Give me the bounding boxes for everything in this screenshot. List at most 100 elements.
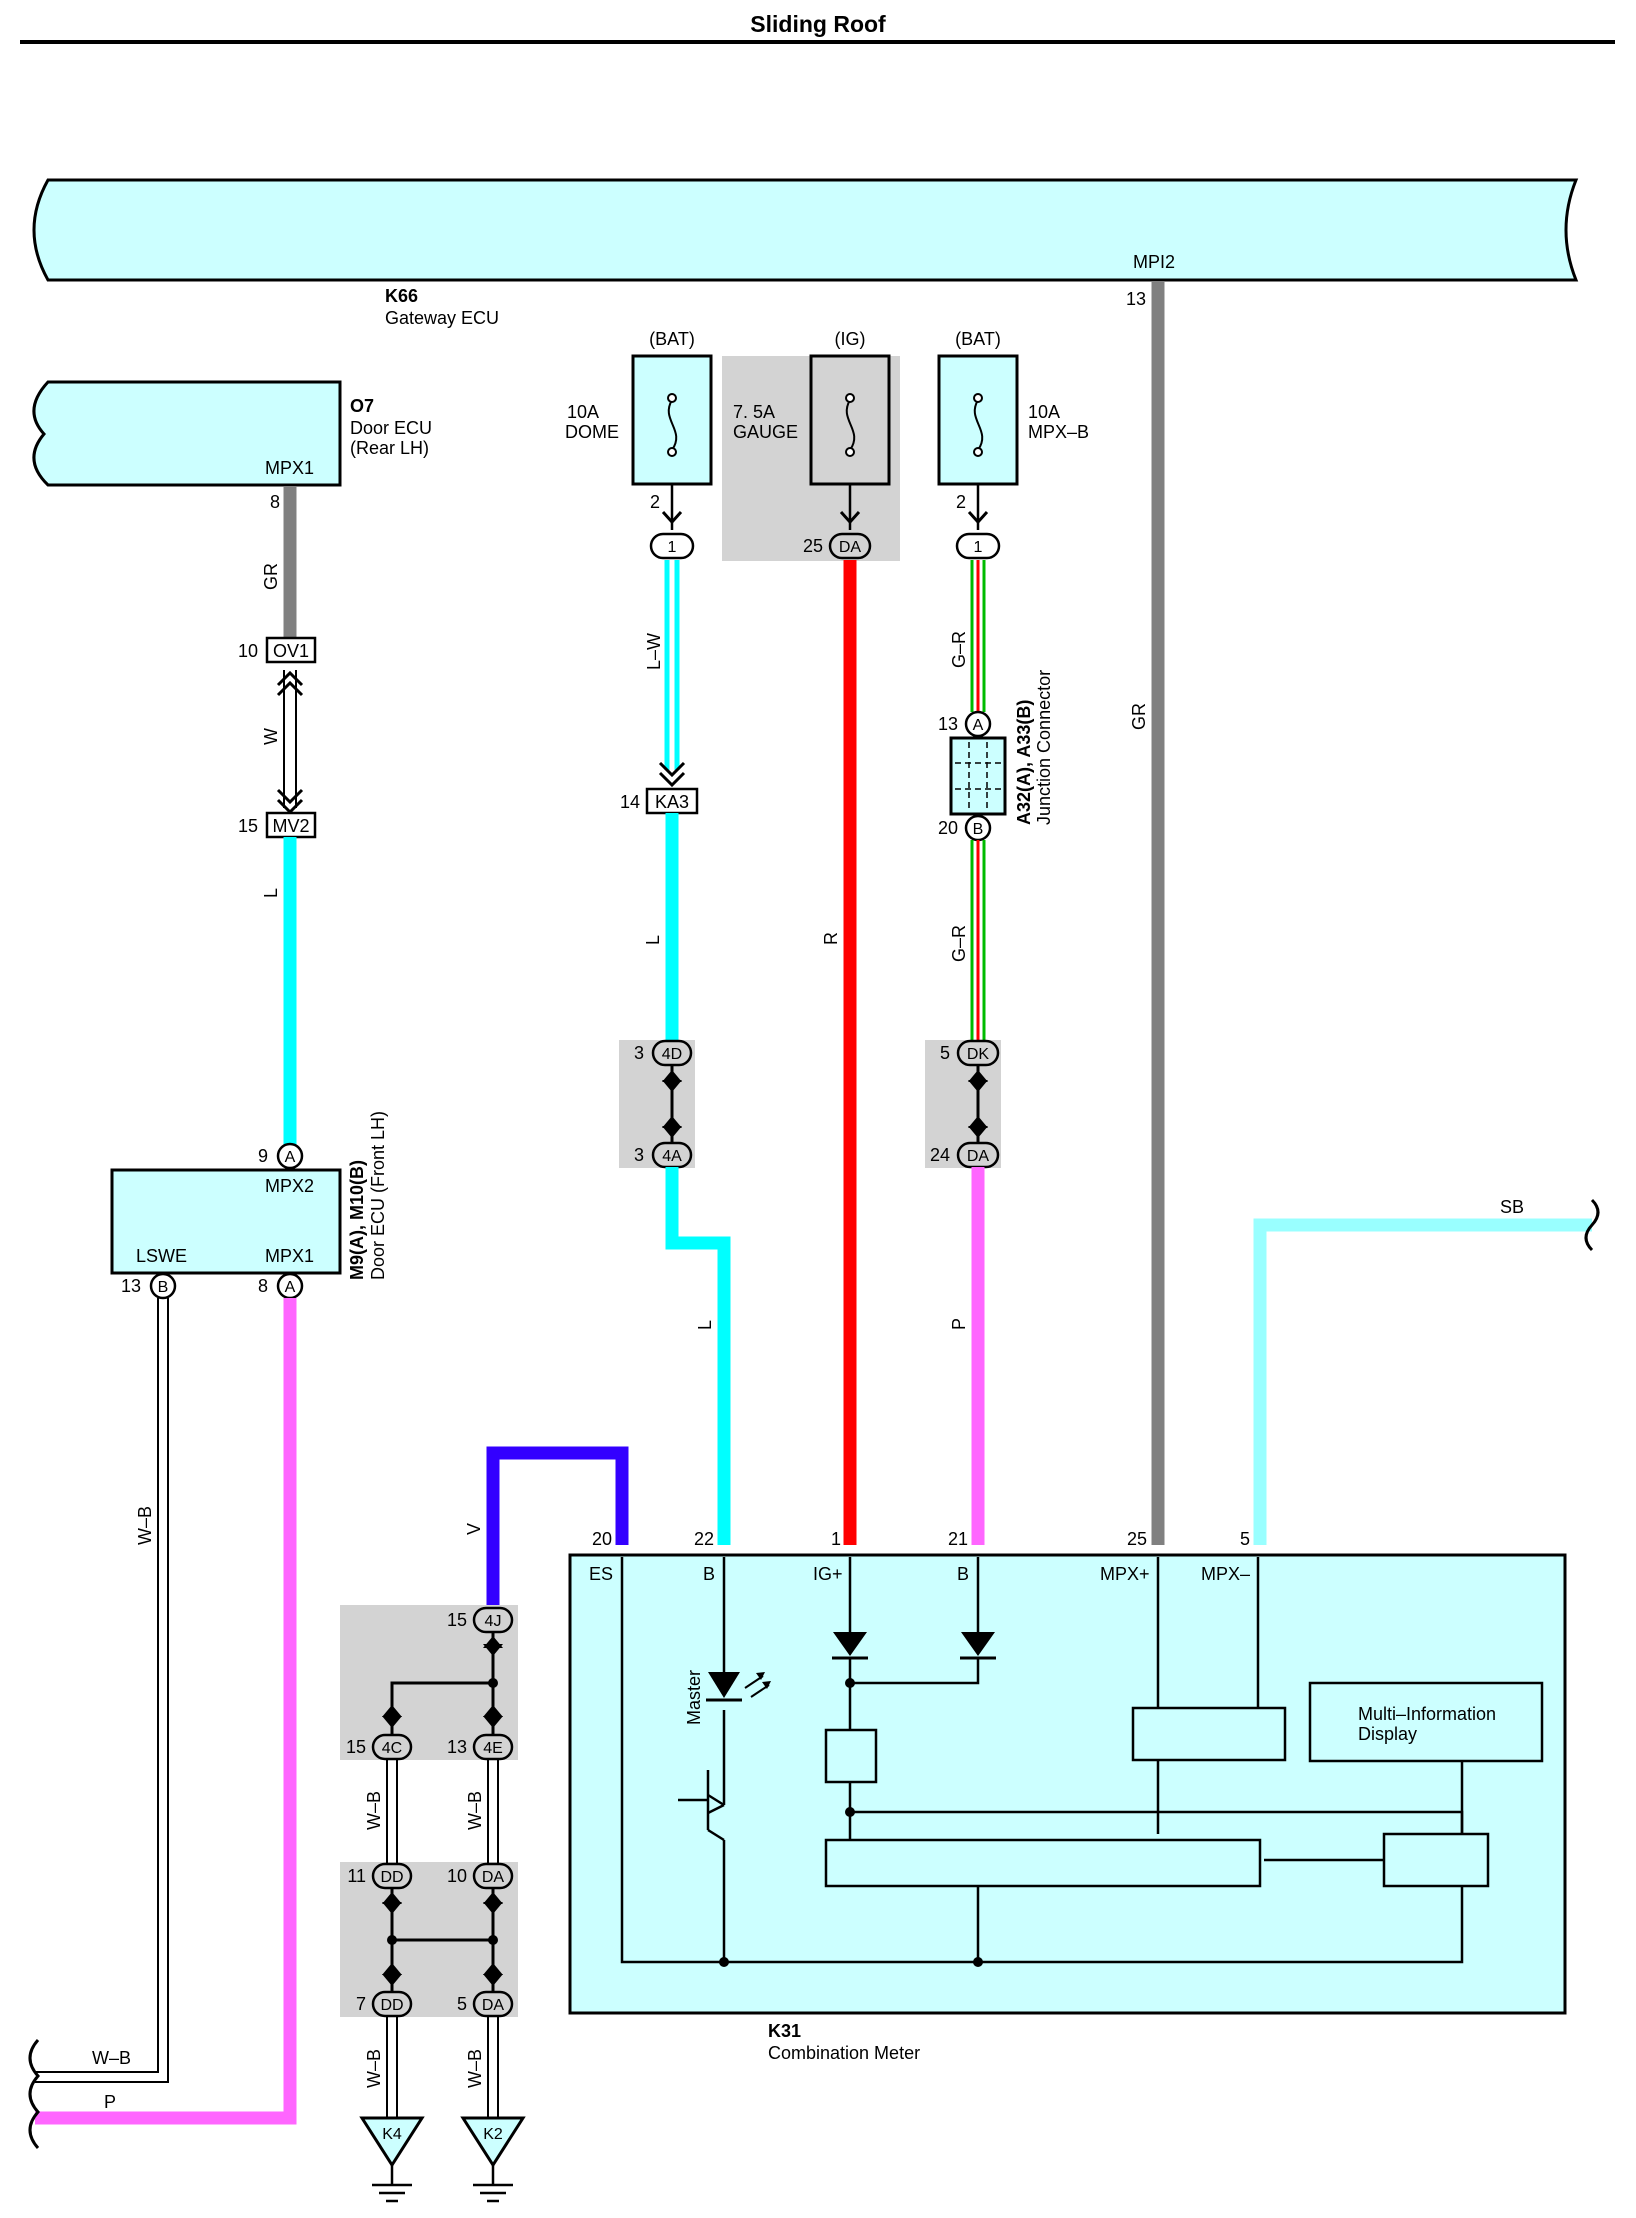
wire-label-gr-j1: G–R [949, 631, 969, 668]
meter-name: Combination Meter [768, 2043, 920, 2063]
wire-label-l3: L [695, 1320, 715, 1330]
wire-l3 [665, 1167, 731, 1545]
arrow-down-icon [967, 510, 989, 525]
splice-dot [488, 1935, 498, 1945]
meter-pin-b2: 21 [948, 1529, 968, 1549]
ground-k2-triangle [460, 2116, 526, 2168]
arrow-up-icon [382, 1705, 402, 1717]
wire-label-gr-gateway: GR [1129, 703, 1149, 730]
fuse-pin-top [973, 393, 983, 403]
door-rear-pin: 8 [270, 492, 280, 512]
diode-icon [833, 1632, 867, 1656]
connector-da5 [472, 1990, 514, 2018]
meter-terminal-ig: IG+ [813, 1564, 843, 1584]
arrow-up-icon [483, 1892, 503, 1904]
meter-pin-ig: 1 [831, 1529, 841, 1549]
fuse1-pin: 2 [650, 492, 660, 512]
splice-dot [387, 1935, 397, 1945]
meter-terminal-mpxm: MPX– [1201, 1564, 1250, 1584]
wire-label-wb-front: W–B [135, 1506, 155, 1545]
meter-internal-circuit [620, 1557, 1464, 1964]
junction-pin-a: 13 [938, 714, 958, 734]
arrow-down-icon [839, 510, 861, 525]
connector-da24-pin: 24 [930, 1145, 950, 1165]
connector-4a-pin: 3 [634, 1145, 644, 1165]
front-pin-mpx1: 8 [258, 1276, 268, 1296]
gateway-id: K66 [385, 286, 418, 306]
door-rear-name1: Door ECU [350, 418, 432, 438]
meter-block-cpu [824, 1838, 1262, 1888]
meter-display-label1: Multi–Information [1358, 1704, 1496, 1724]
connector-dk-label: DK [967, 1046, 990, 1063]
gateway-terminal-label: MPI2 [1133, 252, 1175, 272]
connector-fuse3-label: 1 [974, 539, 983, 556]
connector-4d-label: 4D [662, 1046, 682, 1063]
connector-mv2-label: MV2 [272, 816, 309, 836]
meter-id: K31 [768, 2021, 801, 2041]
wire-label-gr-j2: G–R [949, 925, 969, 962]
meter-pin-mpxp: 25 [1127, 1529, 1147, 1549]
connector-4c [371, 1733, 413, 1761]
fuse2-box [809, 354, 891, 486]
arrow-down-icon [661, 510, 683, 525]
meter-pin-es: 20 [592, 1529, 612, 1549]
fuse3-rating: 10A [1028, 402, 1060, 422]
fuse-pin-bottom [667, 447, 677, 457]
wire-label-l1: L [261, 888, 281, 898]
connector-da24-label: DA [967, 1148, 990, 1165]
arrow-up-icon [968, 1116, 988, 1128]
meter-block-display [1308, 1681, 1544, 1763]
junction-name: Junction Connector [1034, 670, 1054, 825]
meter-terminal-es: ES [589, 1564, 613, 1584]
page-title: Sliding Roof [750, 11, 886, 37]
connector-dk-pin: 5 [940, 1043, 950, 1063]
chevron-up-icon [276, 680, 304, 697]
splice-dot [488, 1678, 498, 1688]
front-pin-lswe: 13 [121, 1276, 141, 1296]
chevron-up-icon [276, 670, 304, 687]
fuse-pin-top [845, 393, 855, 403]
connector-da5-label: DA [482, 1997, 505, 2014]
connector-front-mpx1-label: A [285, 1279, 296, 1296]
wire-sb [1253, 1218, 1592, 1545]
connector-front-mpx2 [276, 1142, 304, 1170]
fuse2-rating: 7. 5A [733, 402, 775, 422]
connector-4j-pin: 15 [447, 1610, 467, 1630]
wire-label-v: V [464, 1523, 484, 1535]
door-rear-name2: (Rear LH) [350, 438, 429, 458]
meter-pin-mpxm: 5 [1240, 1529, 1250, 1549]
connector-fuse3 [955, 532, 1001, 560]
gateway-pin: 13 [1126, 289, 1146, 309]
wire-label-p-bottom: P [104, 2092, 116, 2112]
door-rear-terminal: MPX1 [265, 458, 314, 478]
connector-fuse1-label: 1 [668, 539, 677, 556]
gateway-ecu-box [32, 178, 1579, 282]
ground-k4-triangle [359, 2116, 425, 2168]
diode-icon [961, 1632, 995, 1656]
meter-master-label: Master [684, 1670, 704, 1725]
chevron-down-icon [276, 788, 304, 805]
wire-break-mark [28, 2039, 41, 2149]
meter-terminal-mpxp: MPX+ [1100, 1564, 1150, 1584]
fuse-pin-bottom [845, 447, 855, 457]
fuse1-name: DOME [565, 422, 619, 442]
wire-label-wb-4c: W–B [364, 1791, 384, 1830]
fuse3-box [937, 354, 1019, 486]
front-terminal-lswe: LSWE [136, 1246, 187, 1266]
connector-da10-label: DA [482, 1869, 505, 1886]
connector-front-lswe [149, 1272, 177, 1300]
connector-4c-pin: 15 [346, 1737, 366, 1757]
junction-id: A32(A), A33(B) [1014, 700, 1034, 825]
connector-dd11-label: DD [380, 1869, 403, 1886]
connector-4e-label: 4E [483, 1740, 503, 1757]
junction-connector-box [949, 736, 1007, 816]
node-dot [719, 1957, 729, 1967]
arrow-down-icon [968, 1080, 988, 1092]
connector-4d-pin: 3 [634, 1043, 644, 1063]
wire-break-mark [1584, 1198, 1600, 1252]
junction-conn-a [964, 710, 992, 738]
door-ecu-rear-box [32, 380, 342, 487]
wire-label-l2: L [643, 935, 663, 945]
node-dot [973, 1957, 983, 1967]
connector-fuse2 [828, 532, 872, 560]
